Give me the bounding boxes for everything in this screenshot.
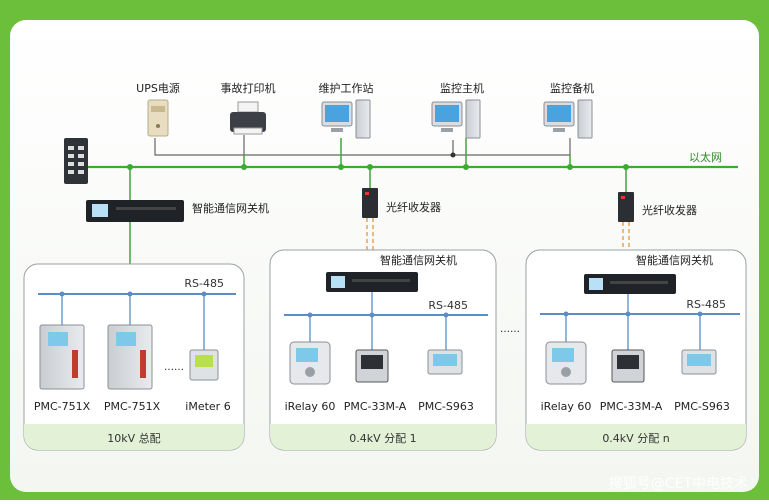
group-footer: 10kV 总配 [107, 431, 160, 445]
top-device-label: 维护工作站 [319, 81, 374, 95]
gateway-main-label: 智能通信网关机 [192, 201, 269, 215]
device-label: PMC-S963 [674, 400, 730, 413]
fiber-label: 光纤收发器 [642, 203, 697, 217]
gateway-device-icon [86, 200, 184, 222]
top-device-label: UPS电源 [136, 81, 180, 95]
middle-ellipsis: …… [500, 324, 520, 335]
gateway-device-icon [584, 274, 676, 294]
fiber-transceiver-icon [362, 167, 378, 218]
device-label: iRelay 60 [285, 400, 336, 413]
group-footer: 0.4kV 分配 1 [349, 432, 416, 445]
device-label: PMC-S963 [418, 400, 474, 413]
rs485-label: RS-485 [686, 298, 726, 311]
watermark: 搜狐号@CET中电技术 [609, 476, 748, 492]
meter-icon [681, 349, 717, 375]
top-device-label: 监控备机 [550, 81, 594, 95]
device-label: PMC-33M-A [344, 400, 407, 413]
meter-icon [355, 349, 389, 383]
irelay-icon [289, 341, 331, 385]
device-label: iRelay 60 [541, 400, 592, 413]
rs485-drops [565, 314, 701, 350]
relay-cabinet-icon [39, 324, 85, 390]
gateway-label: 智能通信网关机 [636, 253, 713, 267]
rs485-drops [309, 315, 447, 350]
ellipsis: …… [164, 362, 184, 373]
device-label: PMC-751X [34, 400, 91, 413]
meter-icon [611, 349, 645, 383]
junction-dot [450, 152, 456, 158]
gateway-label: 智能通信网关机 [380, 253, 457, 267]
top-device-label: 事故打印机 [221, 81, 276, 95]
workstation-icon [431, 99, 481, 139]
ethernet-drops [243, 138, 571, 167]
device-label: PMC-33M-A [600, 400, 663, 413]
group-footer: 0.4kV 分配 n [602, 432, 669, 445]
device-label: iMeter 6 [185, 400, 230, 413]
fiber-label: 光纤收发器 [386, 200, 441, 214]
workstation-icon [543, 99, 593, 139]
rs485-drops [61, 294, 205, 350]
ups-icon [147, 99, 169, 137]
relay-cabinet-icon [107, 324, 153, 390]
fiber-transceiver-icon [618, 167, 634, 222]
top-device-label: 监控主机 [440, 81, 484, 95]
workstation-icon [321, 99, 371, 139]
rs485-label: RS-485 [428, 299, 468, 312]
meter-icon [427, 349, 463, 375]
meter-icon [189, 349, 219, 381]
gateway-device-icon [326, 272, 418, 292]
rs485-label: RS-485 [184, 277, 224, 290]
printer-icon [230, 101, 266, 135]
ethernet-switch-icon [64, 138, 88, 184]
device-label: PMC-751X [104, 400, 161, 413]
irelay-icon [545, 341, 587, 385]
ethernet-label: 以太网 [689, 151, 722, 164]
